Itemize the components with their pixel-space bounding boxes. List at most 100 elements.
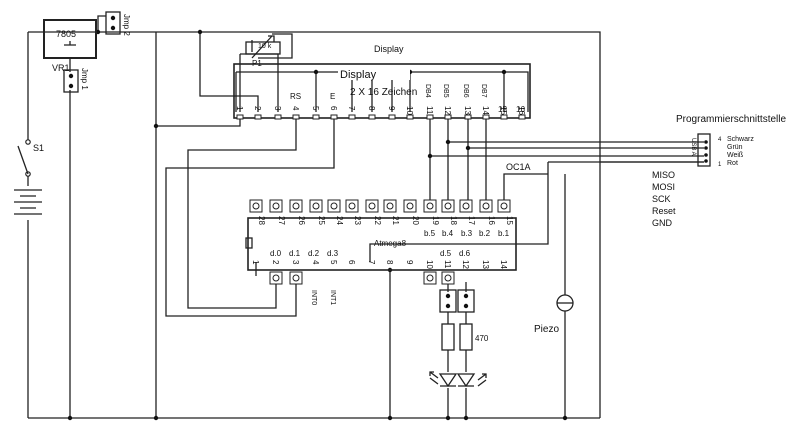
pin-pad xyxy=(497,199,511,213)
connector-pin-number: 1 xyxy=(718,162,722,168)
pin-hole xyxy=(500,202,508,210)
programmer-connector: Programmierschnittstelle USB A 4 1 Schwa… xyxy=(652,114,786,228)
battery xyxy=(14,186,42,220)
display-pin-pad xyxy=(292,114,300,120)
display-pin-label: DB5 xyxy=(442,84,449,98)
signal-label: GND xyxy=(652,218,673,228)
pin-pad xyxy=(441,199,455,213)
display-pin-pad xyxy=(388,114,396,120)
signal-label: Reset xyxy=(652,206,676,216)
pin-pad xyxy=(423,199,437,213)
pin-hole xyxy=(292,274,300,282)
wires xyxy=(27,15,704,419)
mcu-name: Atmega8 xyxy=(374,239,407,248)
pin-number: 15 xyxy=(505,216,514,225)
pin-pad xyxy=(327,199,341,213)
pin-hole xyxy=(368,202,376,210)
wire-color-label: Weiß xyxy=(727,152,743,159)
display-pin-label: E xyxy=(330,92,335,101)
pin-number: 5 xyxy=(329,260,338,265)
port-b-label: b.3 xyxy=(461,229,473,238)
int-label: INT1 xyxy=(329,290,336,305)
piezo-label: Piezo xyxy=(534,324,559,335)
pin-hole xyxy=(272,274,280,282)
pot-value-label: 10 k xyxy=(258,43,272,50)
port-b-label: b.2 xyxy=(479,229,491,238)
display-pin-number: 6 xyxy=(329,106,338,111)
signal-label: SCK xyxy=(652,194,671,204)
wire-color-label: Schwarz xyxy=(727,136,754,143)
display-pin-label: 15 xyxy=(498,105,507,114)
display-pin-number: 8 xyxy=(367,106,376,111)
voltage-regulator: 7805 VR1 xyxy=(43,19,97,73)
pin-number: 14 xyxy=(499,260,508,269)
jumper-1: Jmp 1 xyxy=(63,68,89,93)
port-d-label: d.3 xyxy=(327,249,339,258)
pin-number: 11 xyxy=(443,260,452,269)
pin-number: 19 xyxy=(431,216,440,225)
wire-color-label: Rot xyxy=(727,160,738,167)
display-pin-label: DB6 xyxy=(462,84,469,98)
display-pin-pad xyxy=(254,114,262,120)
display-pin-number: 4 xyxy=(291,106,300,111)
regulator-part-label: 7805 xyxy=(56,29,76,39)
port-d-label: d.2 xyxy=(308,249,320,258)
display-pin-number: 12 xyxy=(443,106,452,115)
pin-hole xyxy=(348,202,356,210)
pin-pad xyxy=(249,199,263,213)
pin-pad xyxy=(365,199,379,213)
display-pin-label: DB7 xyxy=(480,84,487,98)
pin-number: 12 xyxy=(461,260,470,269)
display-pin-number: 3 xyxy=(273,106,282,111)
pin-number: 4 xyxy=(311,260,320,265)
pin-pad xyxy=(479,199,493,213)
pin-number: 2 xyxy=(271,260,280,265)
display-pin-number: 14 xyxy=(481,106,490,115)
pin-number: 10 xyxy=(425,260,434,269)
display-pin-pad xyxy=(312,114,320,120)
signal-label: MOSI xyxy=(652,182,675,192)
pin-number: 18 xyxy=(449,216,458,225)
pin-pad xyxy=(269,271,283,285)
pin-number: 20 xyxy=(411,216,420,225)
display-pin-pad xyxy=(426,114,434,120)
port-d-label: d.6 xyxy=(459,249,471,258)
pin-number: 3 xyxy=(291,260,300,265)
display-pin-number: 7 xyxy=(347,106,356,111)
display-pin-number: 5 xyxy=(311,106,320,111)
pin-hole xyxy=(426,202,434,210)
display-pin-number: 15 xyxy=(499,106,508,115)
switch-label: S1 xyxy=(33,143,44,153)
display-pin-pad xyxy=(444,114,452,120)
pin-pad xyxy=(269,199,283,213)
lcd-display: Display Display 2 X 16 Zeichen RS E DB4 … xyxy=(233,44,531,120)
display-header: Display xyxy=(374,44,404,54)
port-b-label: b.1 xyxy=(498,229,510,238)
pin-hole xyxy=(272,202,280,210)
display-pin-pad xyxy=(500,114,508,120)
display-pin-label: DB4 xyxy=(424,84,431,98)
pin-hole xyxy=(330,202,338,210)
pin-number: 23 xyxy=(353,216,362,225)
pin-number: 22 xyxy=(373,216,382,225)
display-pin-label: RS xyxy=(290,92,301,101)
display-pin-number: 1 xyxy=(235,106,244,111)
display-pin-pad xyxy=(482,114,490,120)
display-pin-number: 11 xyxy=(425,106,434,115)
display-pin-number: 16 xyxy=(517,106,526,115)
pin-number: 17 xyxy=(467,216,476,225)
jumper-1-label: Jmp 1 xyxy=(80,68,89,90)
connector-text: USB A xyxy=(690,138,696,156)
pin-number: 7 xyxy=(367,260,376,265)
display-pin-pad xyxy=(236,114,244,120)
pin-number: 21 xyxy=(391,216,400,225)
jumper-2-label: Jmp 2 xyxy=(122,14,131,36)
pin-pad xyxy=(289,271,303,285)
pin-hole xyxy=(252,202,260,210)
connector-pin-number: 4 xyxy=(718,137,722,143)
display-name: Display xyxy=(340,69,377,81)
pin-pad xyxy=(289,199,303,213)
junctions xyxy=(67,29,568,421)
pin-number: 25 xyxy=(317,216,326,225)
